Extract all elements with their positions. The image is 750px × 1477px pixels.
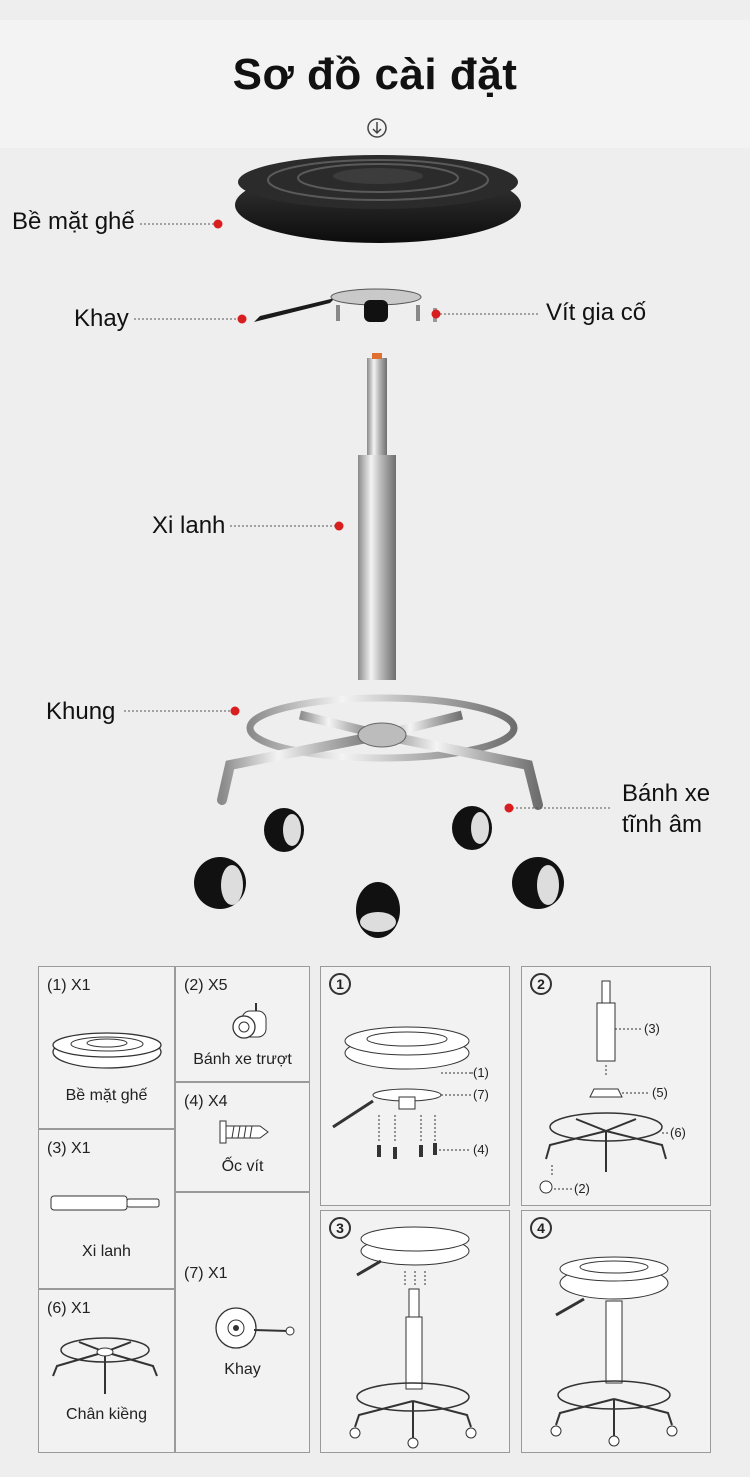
part-cell-base: (6) X1 Chân kiềng <box>38 1289 175 1453</box>
part-cell-caster: (2) X5 Bánh xe trượt <box>175 966 310 1082</box>
part-cell-screw: (4) X4 Ốc vít <box>175 1082 310 1192</box>
step-2-ref-2: (2) <box>574 1181 590 1196</box>
step-number: 2 <box>530 973 552 995</box>
label-tray: Khay <box>74 305 129 332</box>
step-2-ref-3: (3) <box>644 1021 660 1036</box>
part-caption: Bề mặt ghế <box>65 1087 148 1104</box>
label-screws: Vít gia cố <box>546 299 647 326</box>
part-caption: Khay <box>224 1361 261 1378</box>
part-cell-seat: (1) X1 Bề mặt ghế <box>38 966 175 1129</box>
tray-part-icon <box>215 1307 295 1349</box>
step-1-ref-4: (4) <box>473 1142 489 1157</box>
step-2-ref-6: (6) <box>670 1125 686 1140</box>
arrow-down-circle-icon[interactable] <box>367 118 387 138</box>
part-caption: Ốc vít <box>221 1158 264 1175</box>
caster-part-icon <box>232 1003 267 1039</box>
tray-image <box>254 288 437 322</box>
wheel <box>194 857 246 909</box>
label-cylinder: Xi lanh <box>152 512 226 539</box>
step-cell-1: 1 (1) (7) (4) <box>320 966 510 1206</box>
wheel <box>264 808 304 852</box>
part-head: (1) X1 <box>47 977 91 994</box>
step-number: 1 <box>329 973 351 995</box>
part-head: (6) X1 <box>47 1300 91 1317</box>
step-1-illustration: (1) (7) (4) <box>332 1026 489 1159</box>
part-cell-tray: (7) X1 Khay <box>175 1192 310 1453</box>
step-4-illustration <box>550 1256 678 1447</box>
screw-part-icon <box>219 1120 269 1144</box>
frame-base-image <box>217 694 543 841</box>
step-cell-4: 4 <box>521 1210 711 1453</box>
part-head: (3) X1 <box>47 1140 91 1157</box>
step-3-illustration <box>349 1226 477 1449</box>
exploded-chair-diagram <box>124 118 612 938</box>
step-1-ref-1: (1) <box>473 1065 489 1080</box>
step-2-ref-5: (5) <box>652 1085 668 1100</box>
step-cell-3: 3 <box>320 1210 510 1453</box>
seat-cushion-image <box>235 155 521 243</box>
cylinder-part-icon <box>50 1195 160 1211</box>
wheel <box>512 857 564 909</box>
label-wheels-line2: tĩnh âm <box>622 811 703 838</box>
wheels-image <box>194 806 564 938</box>
part-head: (2) X5 <box>184 977 228 994</box>
label-frame: Khung <box>46 698 116 725</box>
base-part-icon <box>52 1337 158 1394</box>
leader-lines <box>124 219 612 813</box>
part-head: (7) X1 <box>184 1265 228 1282</box>
step-cell-2: 2 (3) (5) (6) (2) <box>521 966 711 1206</box>
step-1-ref-7: (7) <box>473 1087 489 1102</box>
step-number: 3 <box>329 1217 351 1239</box>
page-title: Sơ đồ cài đặt <box>232 50 518 99</box>
title-band <box>0 20 750 148</box>
wheel <box>356 882 400 938</box>
part-cell-cylinder: (3) X1 Xi lanh <box>38 1129 175 1289</box>
label-seat: Bề mặt ghế <box>12 208 135 235</box>
step-2-illustration: (3) (5) (6) (2) <box>539 980 686 1196</box>
step-number: 4 <box>530 1217 552 1239</box>
label-wheels-line1: Bánh xe <box>622 780 711 807</box>
part-caption: Xi lanh <box>82 1243 131 1260</box>
part-caption: Chân kiềng <box>66 1406 147 1423</box>
part-head: (4) X4 <box>184 1093 228 1110</box>
cylinder-image <box>358 353 396 680</box>
wheel <box>452 806 492 850</box>
part-caption: Bánh xe trượt <box>193 1051 292 1068</box>
seat-part-icon <box>52 1032 162 1069</box>
